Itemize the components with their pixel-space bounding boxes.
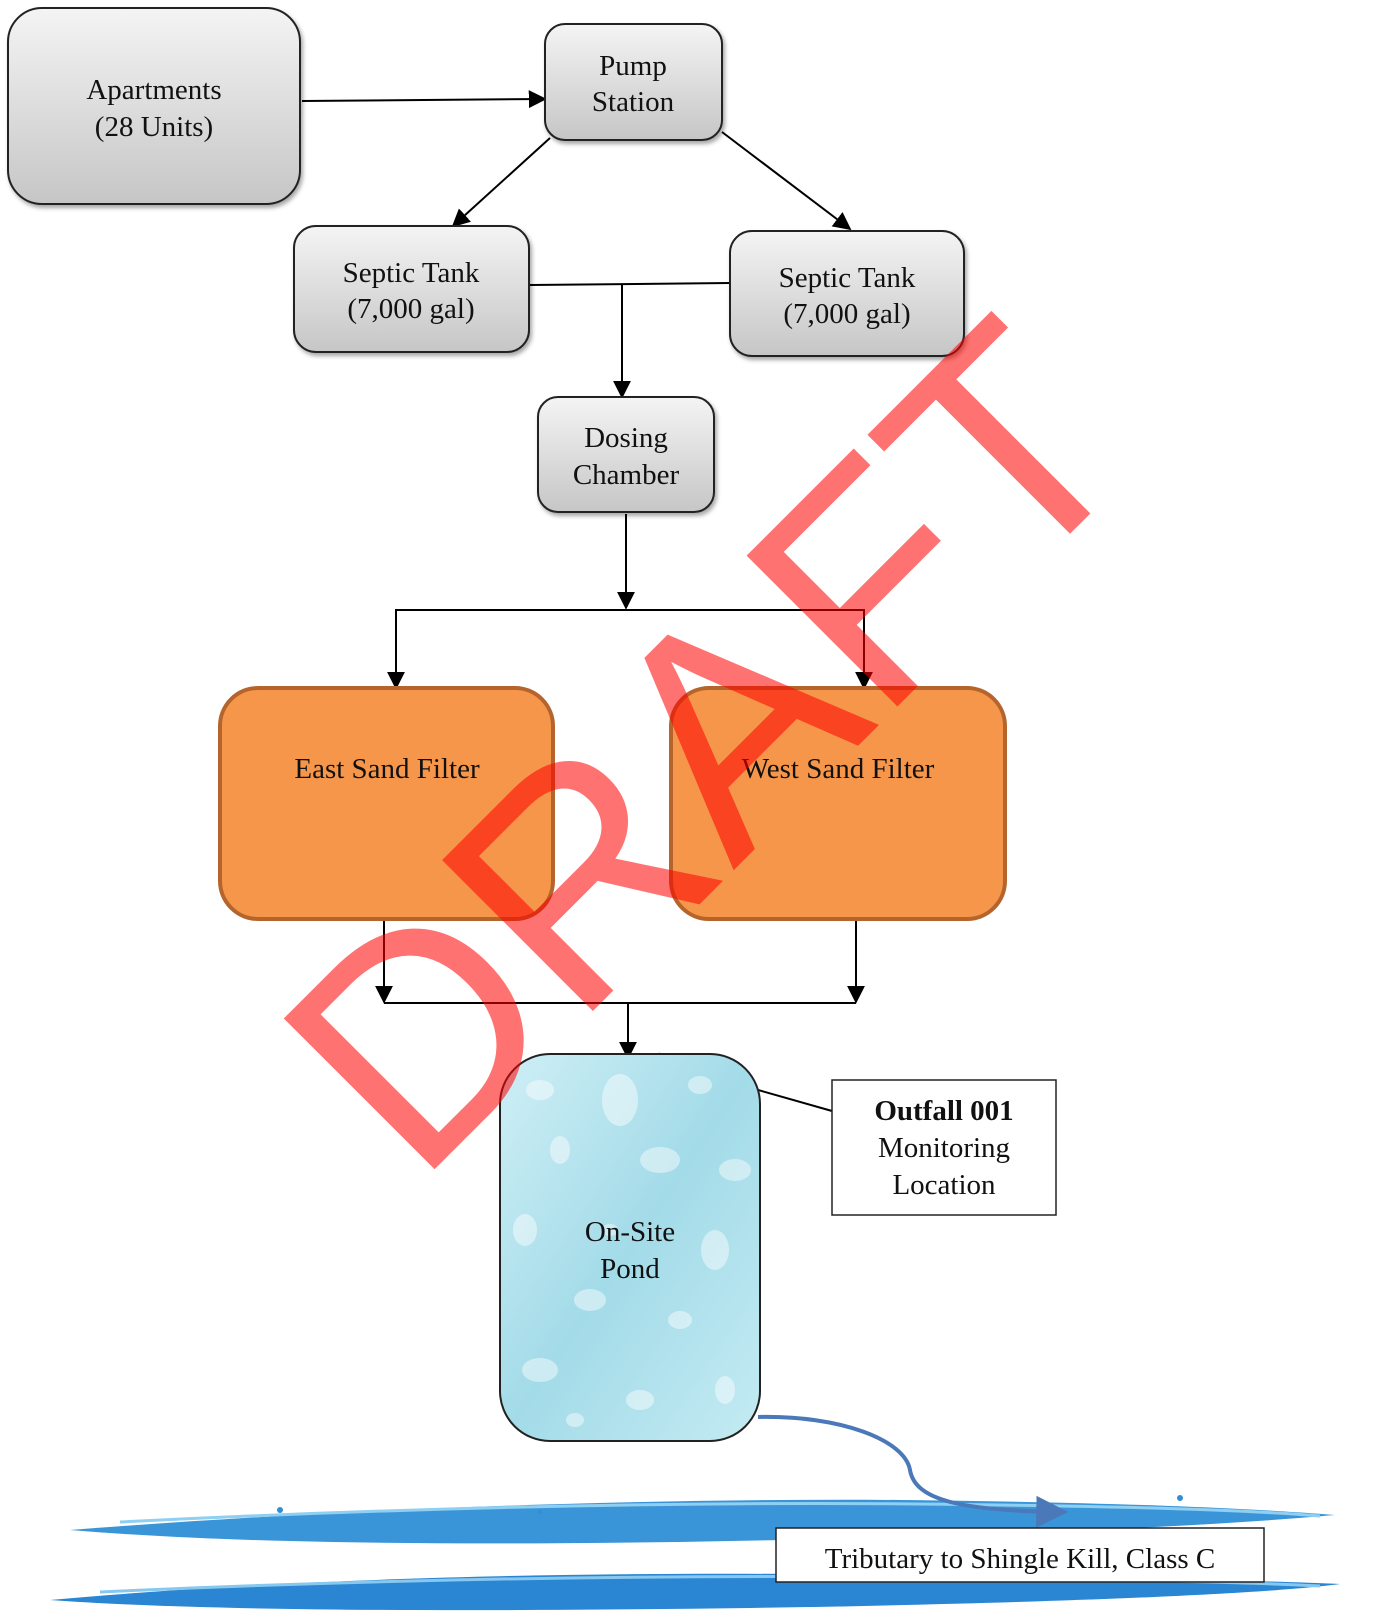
apartments-label-line2: (28 Units)	[95, 111, 213, 143]
connector-septic-link	[529, 282, 731, 286]
pump-station-label-line1: Pump	[599, 50, 667, 82]
node-septic-tank-left: Septic Tank (7,000 gal)	[293, 225, 530, 353]
node-east-sand-filter: East Sand Filter	[218, 686, 555, 921]
node-apartments: Apartments (28 Units)	[7, 7, 301, 205]
node-septic-tank-right: Septic Tank (7,000 gal)	[729, 230, 965, 357]
dosing-chamber-label-line1: Dosing	[584, 422, 668, 454]
tributary-label: Tributary to Shingle Kill, Class C	[825, 1543, 1215, 1575]
node-tributary: Tributary to Shingle Kill, Class C	[775, 1527, 1265, 1583]
apartments-label-line1: Apartments	[86, 74, 221, 106]
outfall-label-line3: Location	[892, 1169, 996, 1201]
west-sand-filter-label: West Sand Filter	[742, 753, 935, 785]
node-onsite-pond: On-Site Pond	[499, 1053, 761, 1442]
water-droplets-texture	[513, 1074, 751, 1427]
pump-station-label-line2: Station	[592, 86, 675, 118]
connector-pump-to-septic-left	[451, 137, 551, 228]
outfall-label-line1: Outfall 001	[874, 1095, 1013, 1127]
connector-pond-to-tributary	[757, 1414, 1069, 1528]
connector-pump-to-septic-right	[721, 131, 852, 231]
septic-tank-right-label-line2: (7,000 gal)	[783, 298, 910, 330]
onsite-pond-label-line1: On-Site	[585, 1216, 675, 1248]
node-outfall-monitoring: Outfall 001 Monitoring Location	[831, 1079, 1057, 1216]
connector-apartments-to-pump	[301, 90, 547, 109]
dosing-chamber-label-line2: Chamber	[573, 459, 680, 491]
connector-split-bar	[395, 609, 865, 688]
flow-connectors	[301, 90, 873, 1112]
septic-tank-right-label-line1: Septic Tank	[779, 262, 916, 294]
node-west-sand-filter: West Sand Filter	[669, 686, 1007, 921]
septic-tank-left-label-line2: (7,000 gal)	[347, 293, 474, 325]
node-pump-station: Pump Station	[544, 23, 723, 141]
outfall-label-line2: Monitoring	[878, 1132, 1010, 1164]
onsite-pond-label-line2: Pond	[600, 1253, 660, 1285]
node-dosing-chamber: Dosing Chamber	[537, 396, 715, 513]
septic-tank-left-label-line1: Septic Tank	[343, 257, 480, 289]
east-sand-filter-label: East Sand Filter	[294, 753, 480, 785]
